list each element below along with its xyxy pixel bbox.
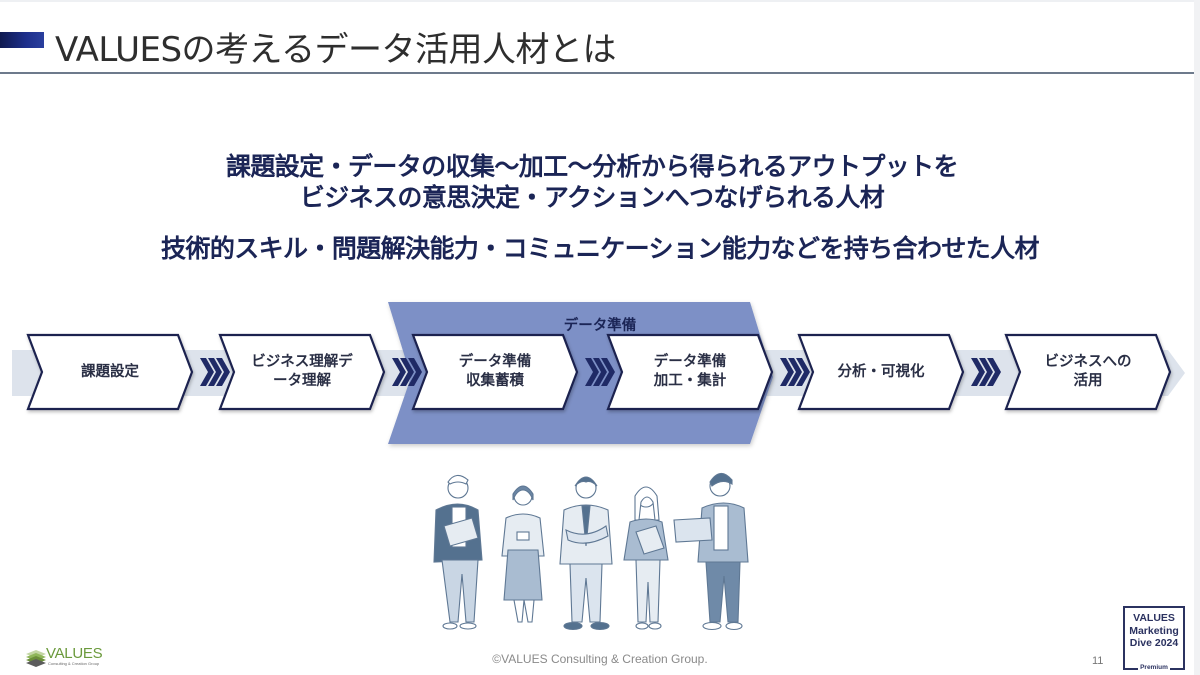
process-flow: データ準備 課題設定 ビジネス理解デ ータ理解 データ準備 収集蓄積 データ準備 加工… [0, 295, 1200, 455]
data-preparation-group-label: データ準備 [563, 318, 637, 334]
triple-chevron-right-icon [971, 358, 1001, 386]
people-illustration [410, 460, 770, 640]
person-arms-crossed [559, 476, 613, 631]
process-step-3 [411, 333, 579, 411]
logo-subtext: Consulting & Creation Group [48, 661, 100, 666]
title-accent-bar [0, 32, 44, 48]
title-divider [0, 72, 1194, 74]
top-edge [0, 0, 1200, 2]
page-number: 11 [1092, 655, 1104, 667]
triple-chevron-right-icon [392, 358, 422, 386]
process-step-label-4: データ準備 加工・集計 [653, 354, 727, 389]
process-step-label-1: 課題設定 [81, 363, 139, 380]
headline-line-1: 課題設定・データの収集～加工～分析から得られるアウトプットを [225, 152, 959, 181]
triple-chevron-right-icon [200, 358, 230, 386]
person-with-laptop-folder [433, 474, 483, 630]
badge-line-4: Premium [1138, 664, 1170, 671]
values-logo-icon [26, 650, 46, 667]
badge-premium-label: Premium [1123, 664, 1185, 672]
process-step-label-3: データ準備 収集蓄積 [458, 354, 532, 389]
badge-line-1: VALUES [1133, 612, 1175, 624]
badge-line-2: Marketing [1129, 624, 1179, 637]
person-with-laptop [673, 472, 749, 631]
triple-chevron-right-icon [585, 358, 615, 386]
right-edge [1194, 0, 1200, 675]
process-flow-graphic [12, 302, 1185, 444]
person-with-documents [623, 486, 669, 630]
event-badge: VALUES Marketing Dive 2024 [1123, 606, 1185, 668]
logo-text: VALUES [46, 645, 103, 662]
process-step-6 [1004, 333, 1172, 411]
person-with-id-badge [501, 485, 545, 623]
badge-line-3: Dive 2024 [1129, 637, 1179, 649]
triple-chevron-right-icon [780, 358, 810, 386]
process-step-label-2: ビジネス理解デ ータ理解 [251, 354, 353, 389]
headline-line-2: ビジネスの意思決定・アクションへつなげられる人材 [299, 183, 885, 212]
page-title: VALUESの考えるデータ活用人材とは [55, 30, 617, 70]
process-step-label-5: 分析・可視化 [837, 363, 925, 380]
process-step-5 [797, 333, 965, 411]
headline-line-3: 技術的スキル・問題解決能力・コミュニケーション能力などを持ち合わせた人材 [161, 234, 1040, 263]
process-step-4 [606, 333, 774, 411]
process-step-1 [26, 333, 194, 411]
copyright: ©VALUES Consulting & Creation Group. [492, 652, 708, 666]
process-step-label-6: ビジネスへの 活用 [1044, 354, 1132, 389]
process-step-2 [218, 333, 386, 411]
